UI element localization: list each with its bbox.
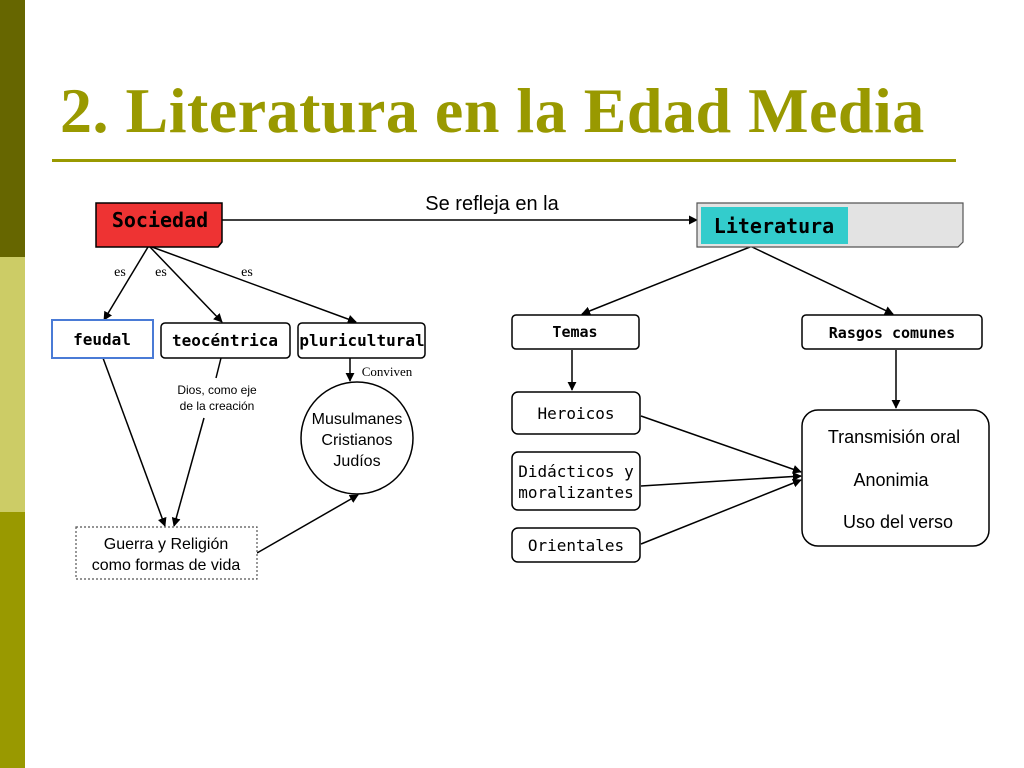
edge-label-es-3: es bbox=[241, 265, 253, 280]
edge-literatura-rasgos bbox=[751, 246, 894, 315]
edge-literatura-temas bbox=[581, 246, 751, 316]
edge-teocentrica-guerra-a bbox=[215, 357, 222, 379]
rasgo-anonimia: Anonimia bbox=[853, 470, 929, 490]
node-orientales: Orientales bbox=[511, 527, 641, 563]
slide-title: 2. Literatura en la Edad Media bbox=[60, 75, 925, 146]
rasgo-transmision-oral: Transmisión oral bbox=[828, 427, 960, 447]
edge-label-es-2: es bbox=[155, 265, 167, 280]
edge-guerra-peoples bbox=[256, 494, 359, 554]
edge-heroicos-rasgos bbox=[640, 415, 802, 474]
node-literatura-label: Literatura bbox=[714, 214, 834, 238]
node-literatura: Literatura bbox=[696, 202, 964, 248]
edge-orientales-rasgos bbox=[640, 478, 802, 545]
edge-label-es-1: es bbox=[114, 265, 126, 280]
guerra-line2: como formas de vida bbox=[92, 557, 241, 574]
connector-lines bbox=[102, 215, 901, 554]
node-pluricultural: pluricultural bbox=[297, 322, 426, 359]
rasgo-uso-del-verso: Uso del verso bbox=[843, 512, 953, 532]
node-peoples: Musulmanes Cristianos Judíos bbox=[300, 381, 414, 495]
tema-didacticos-line1: Didácticos y bbox=[518, 462, 634, 481]
people-cristianos: Cristianos bbox=[321, 432, 392, 449]
tema-didacticos-line2: moralizantes bbox=[518, 483, 634, 502]
edge-sociedad-teocentrica bbox=[149, 246, 223, 323]
node-didacticos: Didácticos y moralizantes bbox=[511, 451, 641, 511]
edge-feudal-guerra bbox=[102, 357, 167, 527]
node-guerra-religion: Guerra y Religión como formas de vida bbox=[75, 526, 258, 580]
pluricultural-link-label: Conviven bbox=[362, 364, 413, 379]
node-heroicos: Heroicos bbox=[511, 391, 641, 435]
top-link-label: Se refleja en la bbox=[425, 193, 559, 215]
edge-didacticos-rasgos bbox=[640, 472, 802, 487]
tema-heroicos: Heroicos bbox=[537, 404, 614, 423]
edge-sociedad-pluricultural bbox=[151, 246, 357, 324]
edge-sociedad-feudal bbox=[103, 246, 149, 321]
teocentrica-note-line1: Dios, como eje bbox=[177, 383, 257, 397]
node-feudal: feudal bbox=[51, 319, 154, 359]
node-rasgos: Rasgos comunes bbox=[801, 314, 983, 350]
left-accent-bar-olive bbox=[0, 512, 25, 768]
node-teocentrica: teocéntrica bbox=[160, 322, 291, 359]
people-musulmanes: Musulmanes bbox=[312, 411, 403, 428]
edge-teocentrica-guerra-b bbox=[171, 417, 205, 527]
node-teocentrica-label: teocéntrica bbox=[172, 331, 278, 350]
node-sociedad-label: Sociedad bbox=[112, 208, 208, 232]
node-rasgos-list: Transmisión oral Anonimia Uso del verso bbox=[801, 409, 990, 547]
left-accent-bar-dark bbox=[0, 0, 25, 257]
node-pluricultural-label: pluricultural bbox=[299, 331, 424, 350]
node-temas-label: Temas bbox=[552, 323, 597, 341]
people-judios: Judíos bbox=[333, 453, 380, 470]
guerra-line1: Guerra y Religión bbox=[104, 536, 229, 553]
tema-orientales: Orientales bbox=[528, 536, 624, 555]
node-feudal-label: feudal bbox=[73, 330, 131, 349]
node-rasgos-label: Rasgos comunes bbox=[829, 324, 955, 342]
node-temas: Temas bbox=[511, 314, 640, 350]
teocentrica-note-line2: de la creación bbox=[180, 399, 255, 413]
title-underline bbox=[52, 159, 956, 162]
node-sociedad: Sociedad bbox=[95, 202, 223, 248]
left-accent-bar-light bbox=[0, 257, 25, 512]
